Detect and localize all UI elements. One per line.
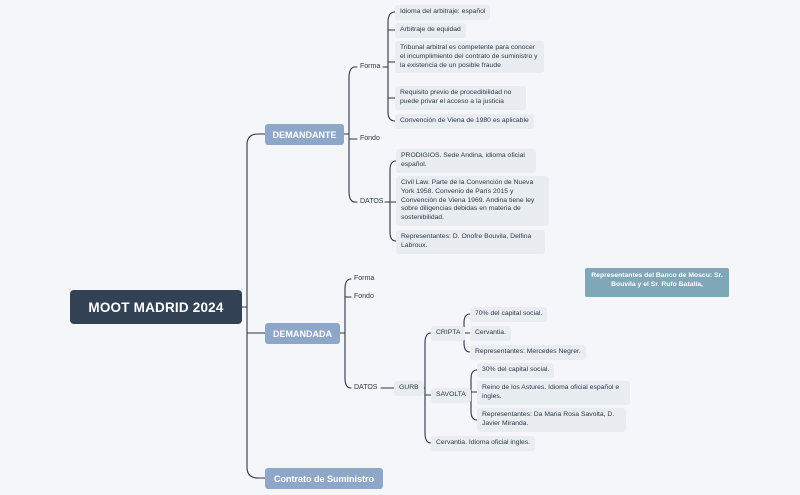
floating-topic[interactable]: Representantes del Banco de Moscu: Sr. B… (585, 268, 729, 297)
gurb-cervantia[interactable]: Cervantia. Idioma oficial ingles. (431, 436, 536, 451)
topic-contrato-suministro[interactable]: Contrato de Suministro (265, 468, 383, 489)
topic-demandada[interactable]: DEMANDADA (265, 323, 340, 344)
forma-item[interactable]: Idioma del arbitraje: español (395, 5, 491, 20)
datos-item[interactable]: Representantes: D. Onofre Bouvila, Delfi… (396, 230, 545, 254)
cripta-item[interactable]: Cervantia. (470, 326, 511, 341)
demandada-datos[interactable]: DATOS (354, 384, 378, 391)
forma-item[interactable]: Requisito previo de procedibilidad no pu… (395, 86, 526, 110)
savolta-item[interactable]: Reino de los Astures. Idioma oficial esp… (477, 381, 630, 405)
savolta-topic[interactable]: SAVOLTA (431, 388, 471, 403)
forma-item[interactable]: Convención de Viena de 1980 es aplicable (395, 114, 534, 129)
savolta-item[interactable]: Representantes: Da Maria Rosa Savolta, D… (477, 408, 626, 432)
gurb-topic[interactable]: GURB (394, 381, 424, 396)
demandante-forma[interactable]: Forma (360, 63, 381, 70)
datos-item[interactable]: PRODIGIOS. Sede Andina, idioma oficial e… (396, 149, 536, 173)
cripta-topic[interactable]: CRIPTA (431, 326, 466, 341)
demandada-forma[interactable]: Forma (354, 275, 375, 282)
demandante-datos[interactable]: DATOS (360, 198, 384, 205)
cripta-item[interactable]: Representantes: Mercedes Negrer. (470, 345, 586, 360)
root-topic[interactable]: MOOT MADRID 2024 (70, 290, 242, 324)
datos-item[interactable]: Civil Law. Parte de la Convención de Nue… (396, 176, 549, 227)
forma-item[interactable]: Tribunal arbitral es competente para con… (395, 41, 544, 74)
demandante-fondo[interactable]: Fondo (360, 135, 380, 142)
savolta-item[interactable]: 30% del capital social. (477, 363, 555, 378)
demandada-fondo[interactable]: Fondo (354, 293, 374, 300)
forma-item[interactable]: Arbitraje de equidad (395, 23, 466, 38)
cripta-item[interactable]: 70% del capital social. (470, 307, 548, 322)
topic-demandante[interactable]: DEMANDANTE (265, 124, 344, 145)
